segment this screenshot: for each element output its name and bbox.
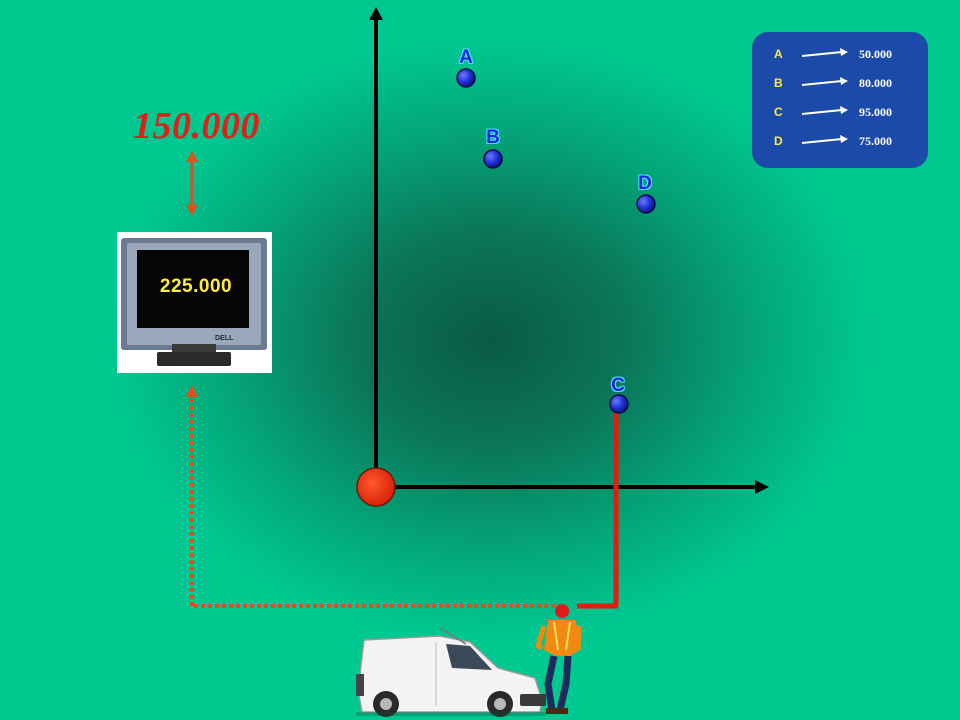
van-icon — [356, 627, 546, 717]
legend-value: 50.000 — [859, 47, 892, 61]
top-value-label: 150.000 — [133, 105, 260, 147]
legend-letter: A — [774, 47, 783, 61]
legend-row-c: C 95.000 — [752, 102, 928, 124]
route-line — [577, 404, 619, 609]
double-arrow — [186, 151, 198, 216]
arrow-right-icon — [801, 135, 848, 144]
legend-letter: D — [774, 134, 783, 148]
origin-point — [356, 467, 396, 507]
point-label-c: C — [611, 375, 625, 396]
point-c — [609, 394, 629, 414]
legend-value: 80.000 — [859, 76, 892, 90]
point-label-d: D — [638, 173, 652, 194]
dotted-path — [186, 385, 555, 608]
legend-panel: A 50.000 B 80.000 C 95.000 D 75.000 — [752, 32, 928, 168]
svg-text:DELL: DELL — [215, 335, 234, 342]
legend-row-d: D 75.000 — [752, 131, 928, 153]
point-d — [636, 194, 656, 214]
point-a — [456, 68, 476, 88]
arrow-right-icon — [801, 77, 848, 86]
point-b — [483, 149, 503, 169]
worker-icon — [535, 604, 582, 714]
legend-value: 95.000 — [859, 105, 892, 119]
screen-value: 225.000 — [159, 276, 233, 297]
point-label-a: A — [459, 47, 473, 68]
legend-letter: B — [774, 76, 783, 90]
legend-value: 75.000 — [859, 134, 892, 148]
y-axis — [369, 7, 383, 487]
legend-letter: C — [774, 105, 783, 119]
legend-row-b: B 80.000 — [752, 73, 928, 95]
arrow-right-icon — [801, 48, 848, 57]
legend-row-a: A 50.000 — [752, 44, 928, 66]
point-label-b: B — [486, 127, 500, 148]
monitor-icon: DELL — [117, 232, 272, 373]
x-axis — [376, 480, 769, 494]
arrow-right-icon — [801, 106, 848, 115]
